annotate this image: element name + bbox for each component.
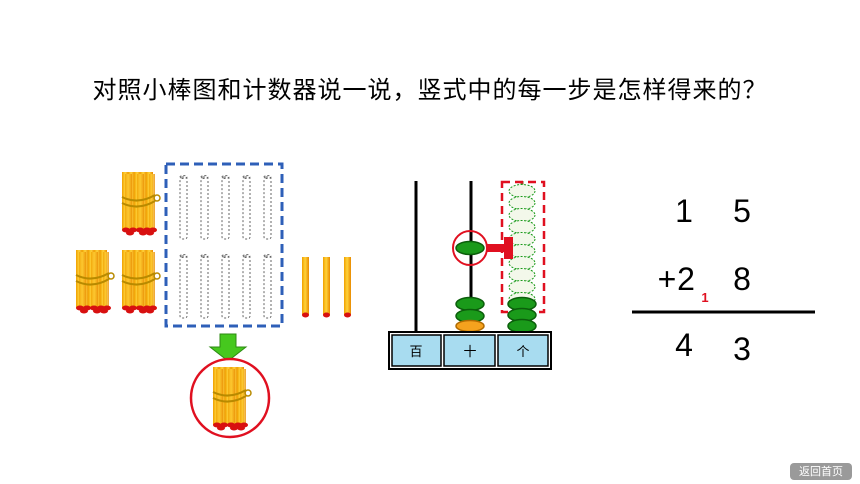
- carried-bead: [455, 240, 485, 256]
- left-arrow-icon: [486, 237, 513, 259]
- row1-ones: 5: [733, 193, 751, 229]
- down-arrow-icon: [208, 333, 248, 362]
- new-stick-bundle: [212, 366, 252, 432]
- stick-bundle: [121, 171, 161, 237]
- abacus: 百 十 个: [388, 180, 552, 370]
- stick-bundle: [121, 249, 161, 315]
- stick-bundle: [75, 249, 115, 315]
- plus-sign: +: [658, 261, 677, 297]
- result-ones: 3: [733, 331, 751, 367]
- faded-sticks-top: [179, 175, 272, 240]
- place-label-ones: 个: [516, 345, 529, 360]
- row1-tens: 1: [675, 193, 693, 229]
- home-button[interactable]: 返回首页: [790, 463, 852, 480]
- carry-digit: 1: [701, 290, 708, 305]
- page-title: 对照小棒图和计数器说一说，竖式中的每一步是怎样得来的？: [92, 76, 768, 104]
- vertical-addition: 1 5 + 2 1 8 4 3: [632, 193, 815, 367]
- row2-ones: 8: [733, 261, 751, 297]
- regroup-dashed-box: [164, 162, 284, 328]
- ones-beads: [507, 296, 537, 334]
- place-label-hundreds: 百: [409, 345, 422, 360]
- row2-tens: 2: [677, 261, 695, 297]
- loose-sticks: [302, 257, 351, 318]
- faded-sticks-bottom: [179, 254, 272, 319]
- place-label-tens: 十: [463, 345, 476, 360]
- result-tens: 4: [675, 327, 693, 363]
- tens-beads: [455, 296, 485, 333]
